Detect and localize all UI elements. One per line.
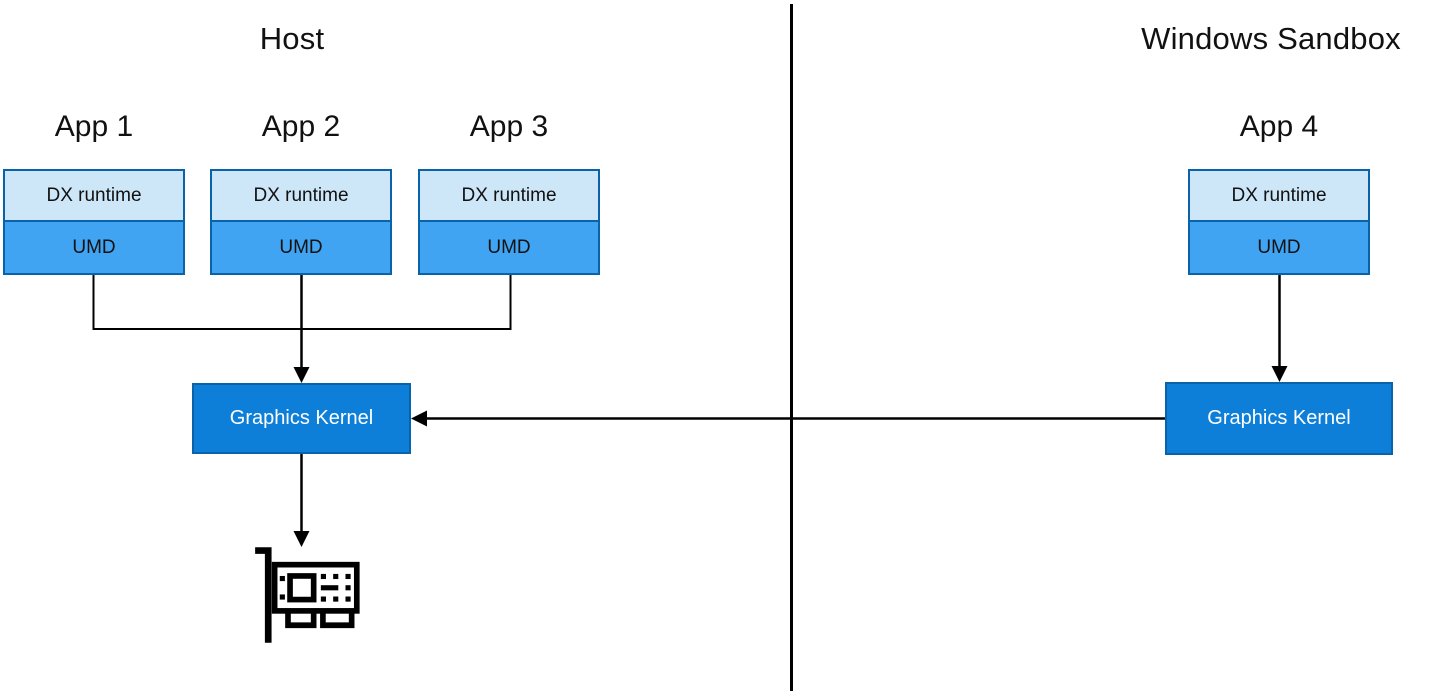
gpu-card-icon	[255, 547, 360, 643]
app-4-layers: DX runtime UMD	[1188, 169, 1370, 275]
app-stack-2: App 2 DX runtime UMD	[210, 103, 392, 275]
app-2-dx-runtime-box: DX runtime	[212, 171, 390, 222]
app-stack-4: App 4 DX runtime UMD	[1188, 103, 1370, 275]
app-2-layers: DX runtime UMD	[210, 169, 392, 275]
app-1-umd-box: UMD	[5, 222, 183, 273]
sandbox-section-title: Windows Sandbox	[1141, 21, 1401, 56]
app-stack-1: App 1 DX runtime UMD	[3, 103, 185, 275]
app-3-label: App 3	[469, 109, 549, 143]
app-4-label: App 4	[1239, 109, 1319, 143]
app-2-label: App 2	[261, 109, 341, 143]
arrowhead-left-host-kernel	[411, 410, 427, 427]
app-4-umd-box: UMD	[1190, 222, 1368, 273]
app-4-dx-runtime-box: DX runtime	[1190, 171, 1368, 222]
app-1-layers: DX runtime UMD	[3, 169, 185, 275]
app-1-dx-runtime-box: DX runtime	[5, 171, 183, 222]
graphics-kernel-sandbox-box: Graphics Kernel	[1165, 382, 1393, 455]
app-1-label: App 1	[54, 109, 134, 143]
app-stack-3: App 3 DX runtime UMD	[418, 103, 600, 275]
arrowhead-down-sandbox-kernel	[1271, 366, 1288, 382]
host-section-title: Host	[259, 21, 325, 56]
arrowhead-down-host-kernel	[293, 367, 310, 383]
app-3-layers: DX runtime UMD	[418, 169, 600, 275]
app-2-umd-box: UMD	[212, 222, 390, 273]
app-3-umd-box: UMD	[420, 222, 598, 273]
app-3-dx-runtime-box: DX runtime	[420, 171, 598, 222]
graphics-kernel-host-box: Graphics Kernel	[192, 383, 411, 454]
